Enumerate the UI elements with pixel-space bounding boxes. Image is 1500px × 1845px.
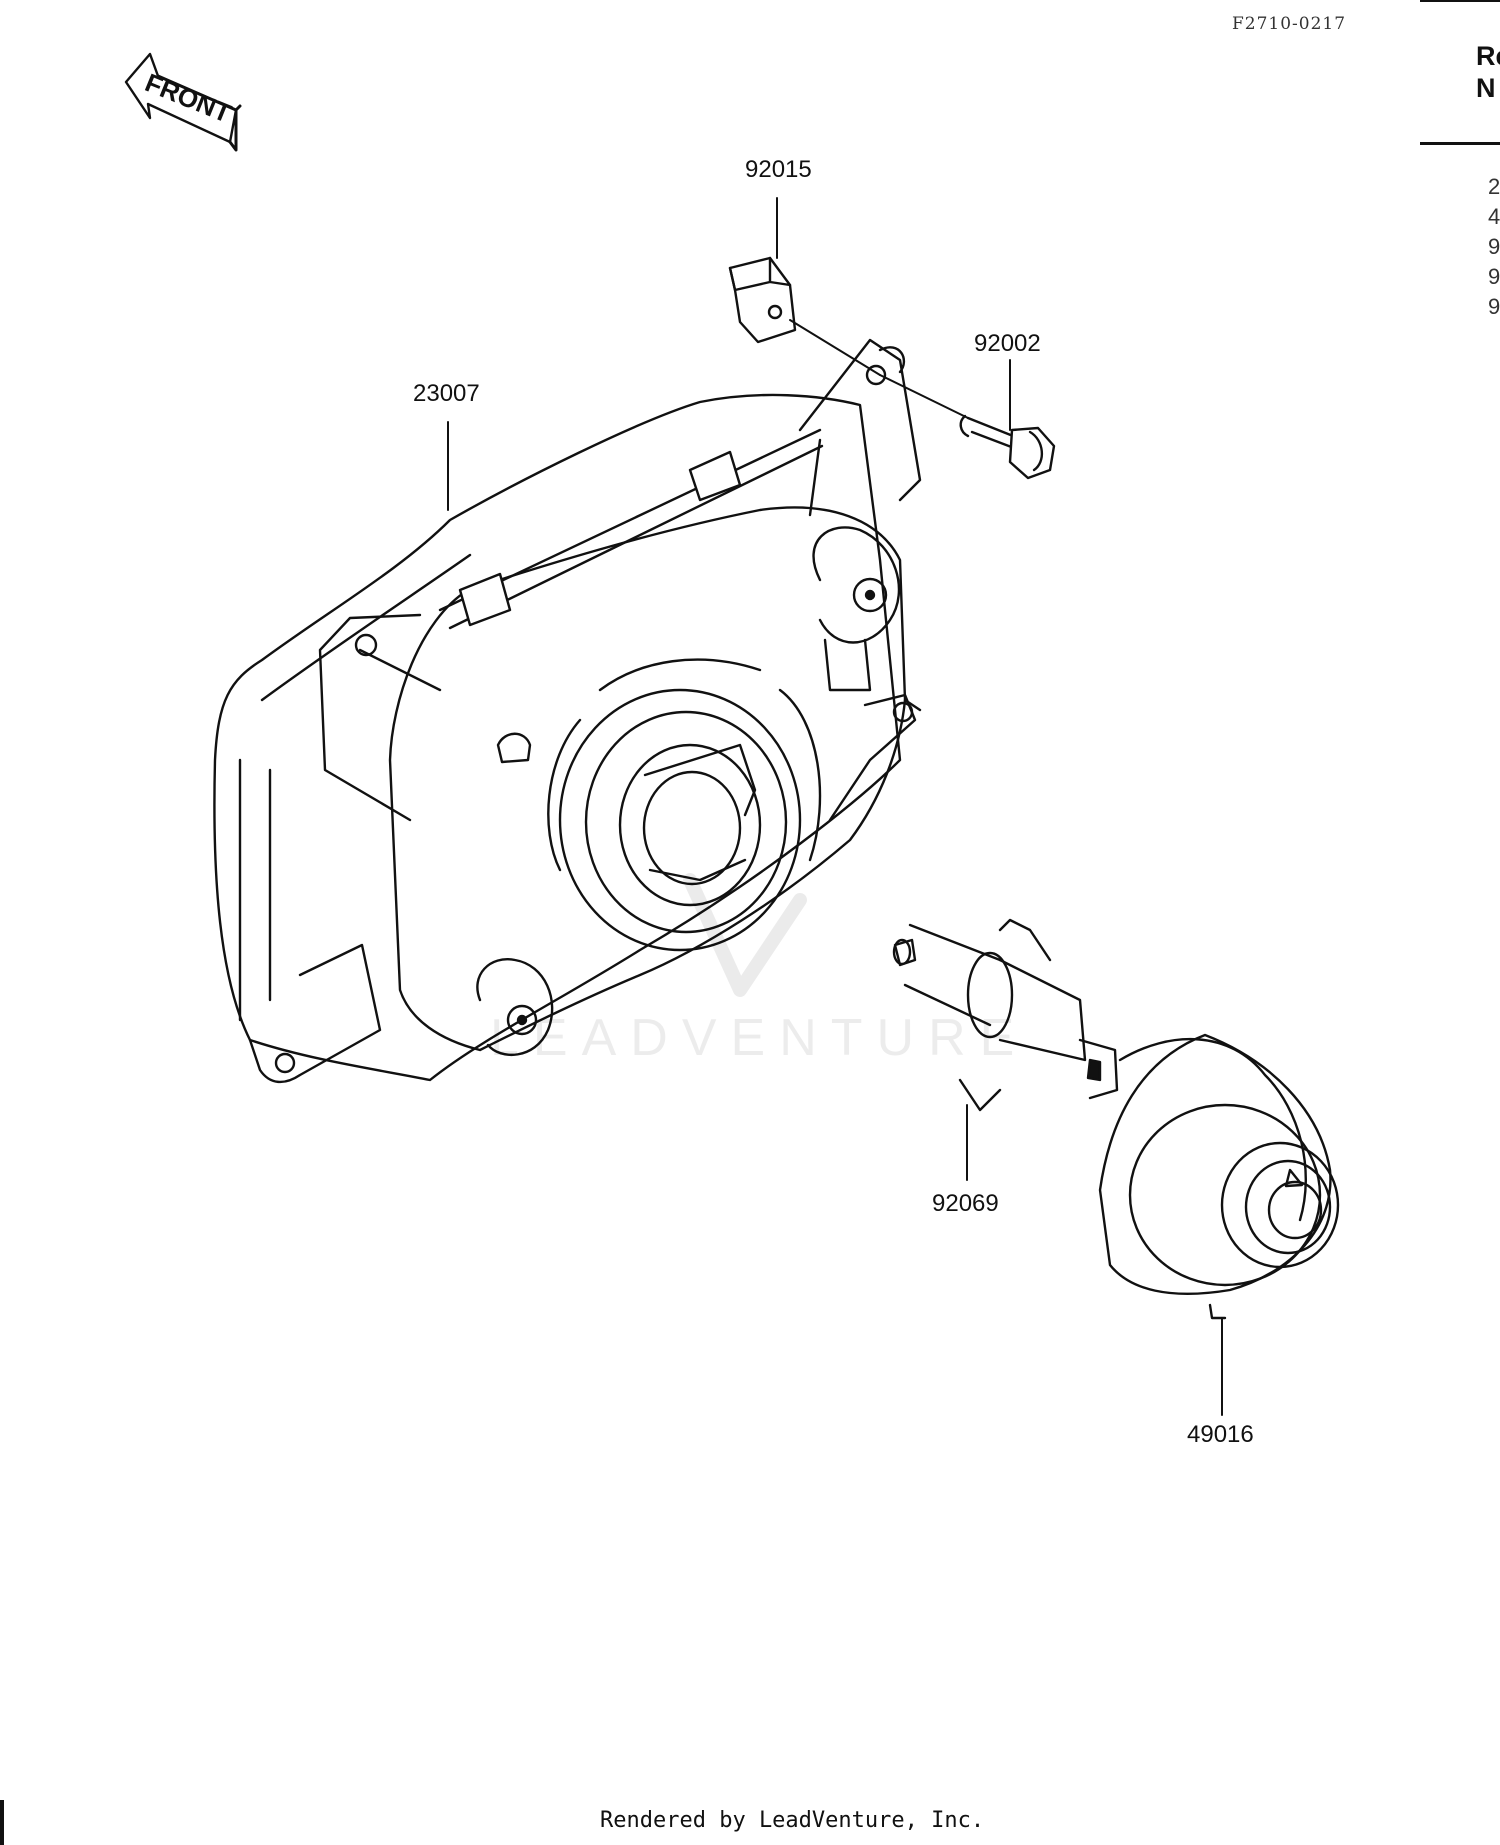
socket-cap-drawing bbox=[1098, 1033, 1340, 1320]
part-label-92015[interactable]: 92015 bbox=[745, 156, 812, 183]
side-panel-top-rule bbox=[1420, 0, 1500, 2]
side-panel-list-item[interactable]: 9 bbox=[1488, 264, 1500, 289]
part-label-49016[interactable]: 49016 bbox=[1187, 1421, 1254, 1448]
part-label-23007[interactable]: 23007 bbox=[413, 380, 480, 407]
part-label-92002[interactable]: 92002 bbox=[974, 330, 1041, 357]
drawing-code: F2710-0217 bbox=[1232, 14, 1347, 34]
bulb-drawing bbox=[892, 918, 1119, 1112]
watermark-text: LEADVENTURE bbox=[490, 1009, 1029, 1067]
side-panel-list-item[interactable]: 4 bbox=[1488, 204, 1500, 229]
footer-credit: Rendered by LeadVenture, Inc. bbox=[600, 1808, 985, 1833]
side-parts-panel: Re N 2 4 9 9 9 bbox=[1418, 0, 1500, 330]
watermark-logo-icon bbox=[683, 873, 807, 997]
side-panel-list-item[interactable]: 9 bbox=[1488, 234, 1500, 259]
clip-nut-drawing bbox=[728, 256, 797, 344]
side-panel-heading: Re N bbox=[1476, 40, 1500, 104]
leader-lines bbox=[447, 197, 1223, 1416]
side-panel-list-item[interactable]: 2 bbox=[1488, 174, 1500, 199]
front-arrow-icon: FRONT bbox=[124, 52, 242, 152]
left-edge-bar bbox=[0, 1800, 4, 1845]
side-panel-divider bbox=[1420, 142, 1500, 145]
side-panel-list: 2 4 9 9 9 bbox=[1488, 172, 1500, 322]
bolt-drawing bbox=[959, 414, 1056, 480]
side-panel-list-item[interactable]: 9 bbox=[1488, 294, 1500, 319]
part-label-92069[interactable]: 92069 bbox=[932, 1190, 999, 1217]
side-panel-heading-line1: Re bbox=[1476, 41, 1500, 71]
side-panel-heading-line2: N bbox=[1476, 73, 1496, 103]
headlight-housing-drawing bbox=[213, 338, 922, 1084]
